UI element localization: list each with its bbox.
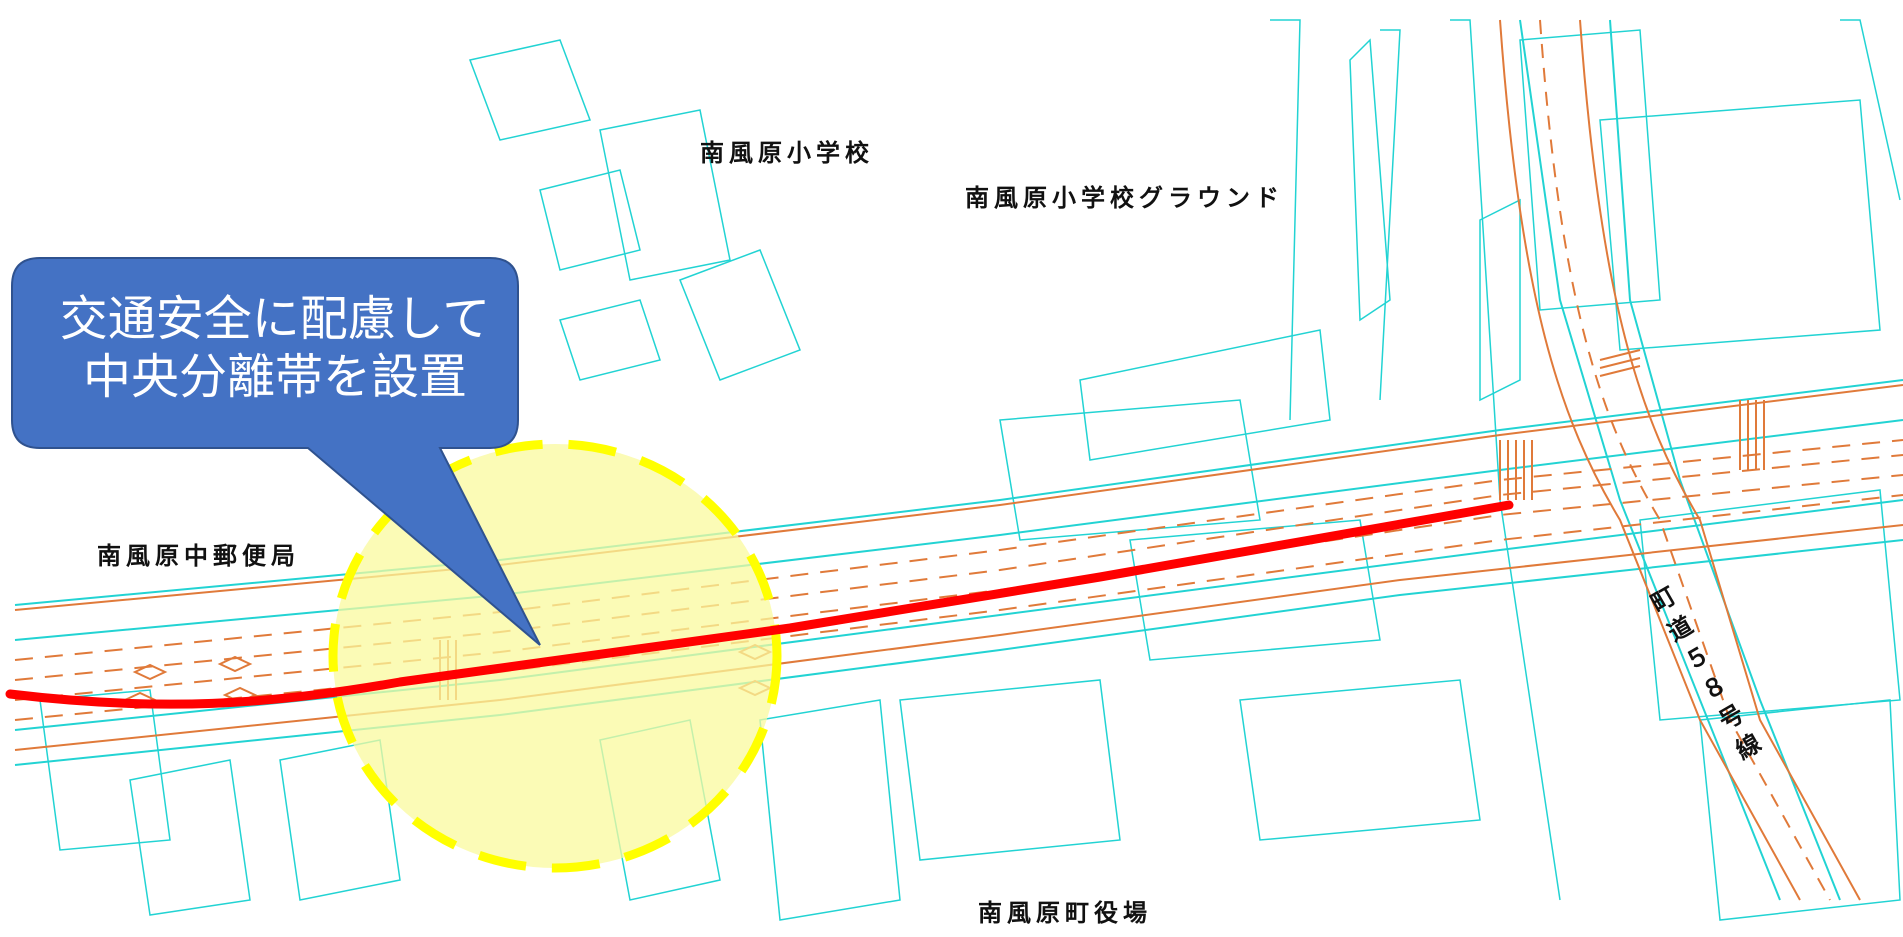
callout-bubble xyxy=(11,257,541,646)
building-outlines xyxy=(39,19,1901,921)
route-line xyxy=(5,500,1514,709)
callout-line-2: 中央分離帯を設置 xyxy=(82,349,467,405)
post-office-label: 南風原中郵便局 xyxy=(97,542,300,570)
callout-text: 交通安全に配慮して 中央分離帯を設置 xyxy=(30,290,520,406)
school-ground-label: 南風原小学校グラウンド xyxy=(965,184,1284,212)
school-label: 南風原小学校 xyxy=(700,139,874,167)
callout-line-1: 交通安全に配慮して xyxy=(59,291,491,347)
town-office-label: 南風原町役場 xyxy=(978,899,1152,927)
road-edges xyxy=(14,19,1903,901)
